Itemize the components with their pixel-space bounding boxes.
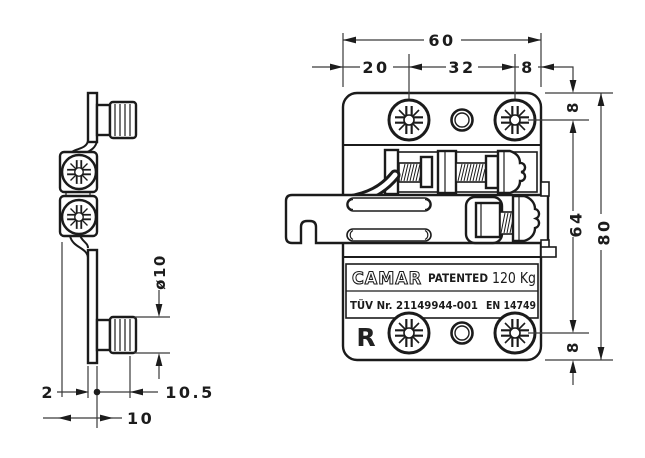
side-plate-lower: [86, 248, 99, 365]
adjuster-thread-a-hatch: [400, 163, 422, 182]
rail-slot-upper: [346, 197, 432, 212]
rail-slot-lower-ends: [349, 229, 429, 241]
dim-total-height: 80: [595, 218, 614, 245]
adjuster-collar-step: [484, 154, 500, 190]
front-view: CAMAR PATENTED 120 Kg TÜV Nr. 21149944-0…: [284, 91, 557, 362]
ext-lines-side-bottom: [61, 242, 131, 428]
dim-hole-to-edge: 8: [521, 58, 535, 77]
ext-lines-right: [528, 92, 613, 361]
rail-end-tab-top: [540, 181, 550, 197]
adjuster-collar-big: [436, 149, 458, 195]
dim-left-to-hole: 20: [362, 58, 389, 77]
dim-hole-to-bottom: 8: [564, 341, 582, 353]
dim-hole-vertical-spacing: 64: [567, 210, 586, 237]
standard-label: EN 14749: [486, 300, 536, 312]
side-dowel-top-ridges: [108, 100, 138, 140]
dim-line-diameter: [134, 290, 170, 379]
tuv-certificate-label: TÜV Nr. 21149944-001: [350, 298, 478, 312]
dim-hole-spacing: 32: [448, 58, 475, 77]
side-dowel-bottom-ridges: [108, 315, 138, 355]
side-dowel-bottom-thread-lines: [114, 319, 131, 351]
side-plate-upper: [86, 91, 99, 144]
adjuster-knurled-cap: [496, 149, 527, 195]
dim-plate-thickness: 2: [41, 383, 55, 402]
side-view: [58, 91, 138, 365]
ext-lines-top: [342, 33, 542, 99]
patented-label: PATENTED: [428, 271, 488, 285]
side-screw-top-pozidriv-icon: [62, 155, 96, 189]
adjuster-collar-small: [419, 155, 434, 189]
pilot-hole-bottom: [450, 321, 474, 345]
brand-logo: CAMAR: [352, 269, 422, 289]
side-dowel-bottom-neck: [95, 318, 112, 352]
lower-adjuster-nut: [474, 201, 502, 239]
side-housing-ticks: [65, 192, 91, 196]
pilot-hole-top: [450, 108, 474, 132]
screw-top-left-pozidriv-icon: [389, 100, 429, 140]
side-plate-jog-bottom-a: [69, 235, 89, 258]
adjuster-thread-b-hatch: [457, 163, 486, 182]
max-load-label: 120 Kg: [492, 269, 536, 287]
dim-top-to-hole: 8: [564, 101, 582, 113]
dimensions: 60 20 32 8 8 64 8 80 ø10 2 10.5 10: [41, 31, 614, 428]
rail-end-step: [540, 246, 557, 258]
dim-total-width: 60: [428, 31, 455, 50]
rail-slot-lower: [346, 228, 432, 242]
side-screw-bottom-pozidriv-icon: [62, 200, 96, 234]
screw-bottom-left-pozidriv-icon: [389, 313, 429, 353]
dim-depth: 10.5: [165, 383, 214, 402]
rail-slot-upper-ends: [347, 198, 431, 211]
dim-reference-dot: [93, 388, 101, 396]
side-dowel-top-neck: [95, 103, 112, 137]
dim-dowel-diameter: ø10: [151, 254, 169, 290]
side-dowel-top-thread-lines: [114, 104, 131, 136]
dim-dowel-length: 10: [127, 409, 154, 428]
lower-adjuster-thread-hatch: [500, 212, 514, 234]
orientation-marking: R: [356, 323, 375, 352]
